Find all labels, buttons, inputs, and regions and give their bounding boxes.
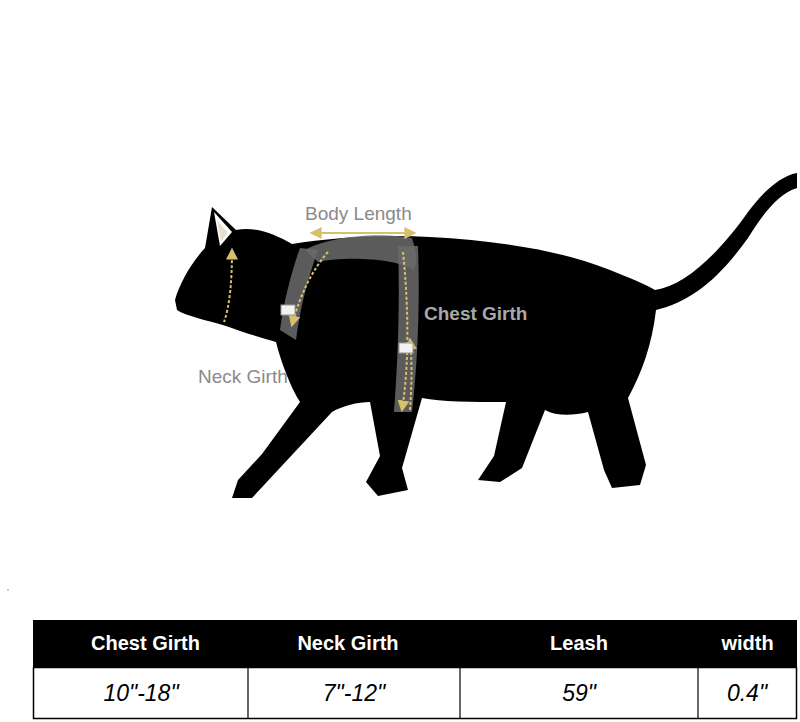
- body-length-arrow: [312, 232, 414, 234]
- neck-strap-line: [292, 252, 328, 325]
- harness-neck-band: [280, 248, 318, 340]
- cat-ear: [214, 212, 232, 246]
- table-header-cell: Chest Girth: [33, 620, 258, 667]
- table-cell-text: 7"-12": [323, 680, 385, 707]
- table-value-cell: 10"-18": [34, 668, 248, 718]
- stray-dot: [7, 589, 9, 591]
- table-value-cell: 59": [460, 668, 698, 718]
- table-value-cell: 0.4": [698, 668, 796, 718]
- measure-label: Neck Girth: [198, 366, 288, 388]
- chest-buckle: [399, 343, 413, 353]
- table-cell-text: width: [721, 632, 773, 655]
- measure-label: Body Length: [305, 203, 412, 225]
- table-divider: [697, 667, 698, 719]
- table-header-cell: Leash: [460, 620, 698, 667]
- cat-silhouette: [175, 173, 797, 498]
- table-cell-text: Neck Girth: [297, 632, 398, 655]
- table-body-frame: [34, 668, 797, 719]
- harness-chest-band: [394, 246, 419, 412]
- table-cell-text: 10"-18": [103, 680, 178, 707]
- neck-buckle: [281, 305, 295, 315]
- table-divider: [459, 667, 460, 719]
- chest-girth-line: [402, 252, 407, 410]
- measure-label: Chest Girth: [424, 303, 527, 325]
- table-cell-text: 59": [562, 680, 596, 707]
- table-divider: [247, 667, 248, 719]
- table-value-cell: 7"-12": [248, 668, 460, 718]
- neck-girth-line: [224, 250, 232, 322]
- table-header-cell: width: [698, 620, 797, 667]
- table-cell-text: Leash: [550, 632, 608, 655]
- cat-ear-inner: [217, 220, 228, 242]
- table-header-cell: Neck Girth: [258, 620, 438, 667]
- table-header-bar: [33, 620, 797, 667]
- table-cell-text: Chest Girth: [91, 632, 200, 655]
- table-cell-text: 0.4": [727, 680, 767, 707]
